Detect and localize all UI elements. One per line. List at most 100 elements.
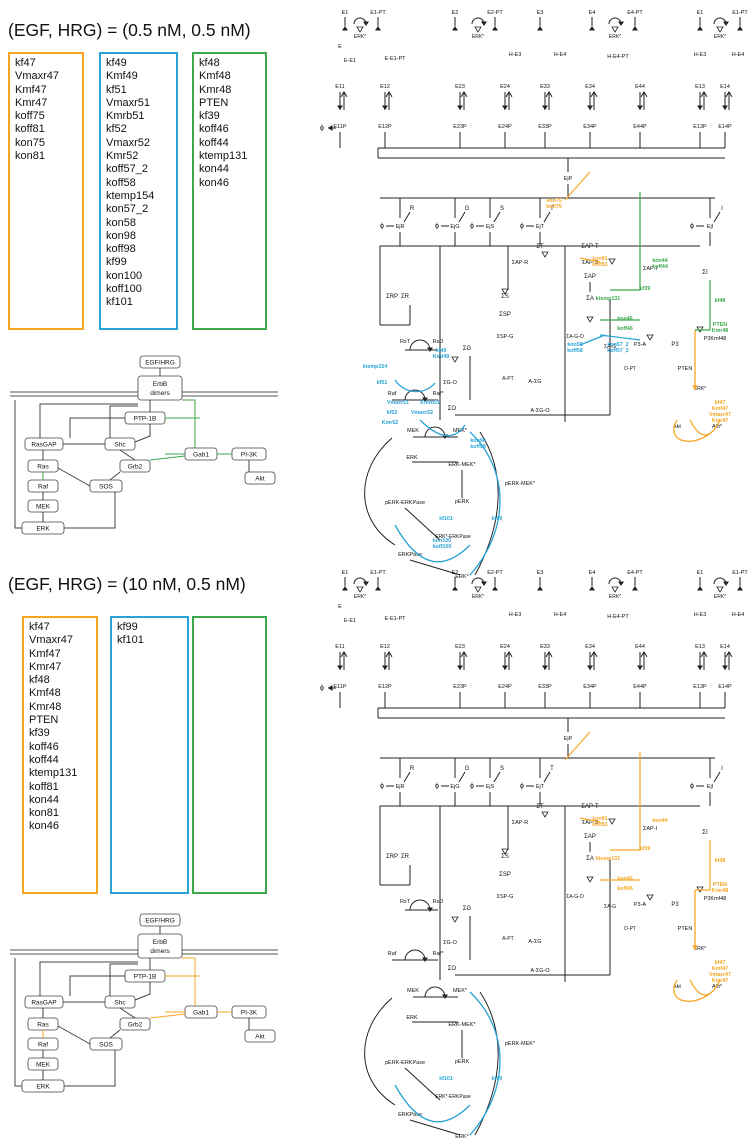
arrowhead — [457, 665, 463, 670]
connector-line — [713, 771, 721, 783]
blue-param-item: kf99 — [117, 621, 138, 633]
orange-param-item: koff81 — [29, 780, 59, 793]
node-label: EjI — [707, 784, 714, 790]
node-label: ϕ — [690, 783, 694, 790]
node-label: I — [721, 766, 723, 772]
node-label: ERK — [406, 1015, 418, 1021]
node-label: Raf* — [433, 391, 445, 397]
orange-param-item: kf39 — [29, 727, 50, 740]
param-annotation: kon100 — [433, 538, 451, 544]
erk-node-label: ERK — [36, 526, 50, 533]
arrowhead — [342, 586, 348, 591]
connector-line — [149, 1013, 186, 1019]
node-label: ϕ — [320, 125, 324, 132]
node-label: E2-PT — [487, 10, 503, 16]
erbb-dimers-node — [137, 375, 183, 401]
node-label: E44P — [633, 684, 647, 690]
blue-param-item: kf51 — [106, 83, 127, 96]
node-label: E14 — [720, 84, 730, 90]
node-label: E4-PT — [627, 570, 643, 576]
param-annotation: Kmf47 — [712, 406, 728, 412]
param-annotation: ktemp131 — [596, 296, 620, 302]
connector-line — [403, 771, 411, 783]
node-label: E1 — [697, 10, 704, 16]
green-param-item: koff44 — [199, 136, 229, 149]
node-label: PTEN — [678, 366, 693, 372]
blue-param-item: koff58 — [106, 176, 136, 189]
node-label: ERK* — [714, 594, 726, 600]
node-label: EjS — [486, 784, 495, 790]
arrowhead — [590, 91, 598, 98]
blue-param-item: koff98 — [106, 243, 136, 256]
param-annotation: kon44 — [652, 818, 667, 824]
connector-line — [404, 1067, 441, 1101]
node-label: R — [410, 766, 415, 772]
arrowhead — [632, 586, 638, 591]
arrowhead — [422, 397, 428, 402]
arrowhead — [385, 651, 393, 658]
node-label: E13P — [693, 124, 707, 130]
node-label: ϕ — [520, 223, 524, 230]
node-label: ERK* — [609, 34, 621, 40]
node-label: E4 — [589, 570, 596, 576]
orange-param-item: Kmf47 — [15, 83, 47, 96]
catalysis-marker — [474, 26, 482, 33]
arrowhead — [589, 586, 595, 591]
orange-param-item: Kmf47 — [29, 647, 61, 660]
reaction-curve — [474, 991, 499, 1136]
orange-param-item: Kmf48 — [29, 687, 61, 700]
dimers-label: dimers — [150, 948, 170, 955]
arrowhead — [618, 581, 624, 586]
connector-line — [409, 559, 461, 576]
node-label: ϕ — [470, 223, 474, 230]
node-label: ϕ — [380, 783, 384, 790]
node-label: ERK* — [694, 946, 706, 952]
param-annotation: kf39 — [640, 286, 651, 292]
arrowhead — [723, 21, 729, 26]
param-annotation: kf39 — [640, 846, 651, 852]
arrowhead — [697, 105, 703, 110]
arrowhead — [342, 26, 348, 31]
catalysis-marker — [474, 586, 482, 593]
node-label: ϕ — [470, 783, 474, 790]
param-annotation: kf99 — [492, 1076, 503, 1082]
node-label: ERK* — [472, 594, 484, 600]
erk-node-label: ERK — [36, 1084, 50, 1091]
orange-param-item: Kmr47 — [15, 96, 48, 109]
blue-param-item: Kmf49 — [106, 70, 138, 83]
arrowhead — [328, 125, 333, 131]
blue-param-item: kf52 — [106, 123, 127, 136]
node-label: ΣI — [702, 270, 708, 276]
connector-line — [69, 417, 125, 438]
arrowhead — [590, 651, 598, 658]
param-annotation: kf47 — [715, 400, 726, 406]
param-annotation: kon81 — [592, 256, 607, 262]
param-annotation: kf49 — [436, 348, 447, 354]
node-label: E4-PT — [627, 10, 643, 16]
param-annotation: kf48 — [715, 858, 726, 864]
akt-node — [244, 471, 276, 485]
reaction-curve — [394, 379, 436, 393]
node-label: ERK-MEK* — [448, 1022, 476, 1028]
arrowhead — [692, 945, 698, 950]
node-label: E34 — [585, 644, 595, 650]
node-label: EjG — [450, 224, 459, 230]
param-annotation: Vmaxr47 — [709, 972, 731, 978]
node-label: E11 — [335, 644, 344, 650]
arrowhead — [337, 665, 343, 670]
green-param-item: Kmf48 — [199, 70, 231, 83]
param-annotation: PTEN — [713, 322, 727, 328]
param-annotation: koff100 — [433, 544, 452, 550]
blue-param-item: kon58 — [106, 216, 136, 229]
param-annotation: kf101 — [439, 516, 453, 522]
node-label: H-E3 — [694, 612, 707, 618]
reaction-curve — [673, 419, 713, 442]
node-label: RsD — [433, 899, 444, 905]
node-label: EjR — [396, 224, 405, 230]
node-label: MEK* — [453, 988, 468, 994]
node-label: E24P — [498, 684, 512, 690]
node-label: E1 — [697, 570, 704, 576]
node-label: EjP — [564, 736, 573, 742]
reaction-curve — [424, 986, 446, 998]
catalysis-marker — [586, 876, 594, 883]
